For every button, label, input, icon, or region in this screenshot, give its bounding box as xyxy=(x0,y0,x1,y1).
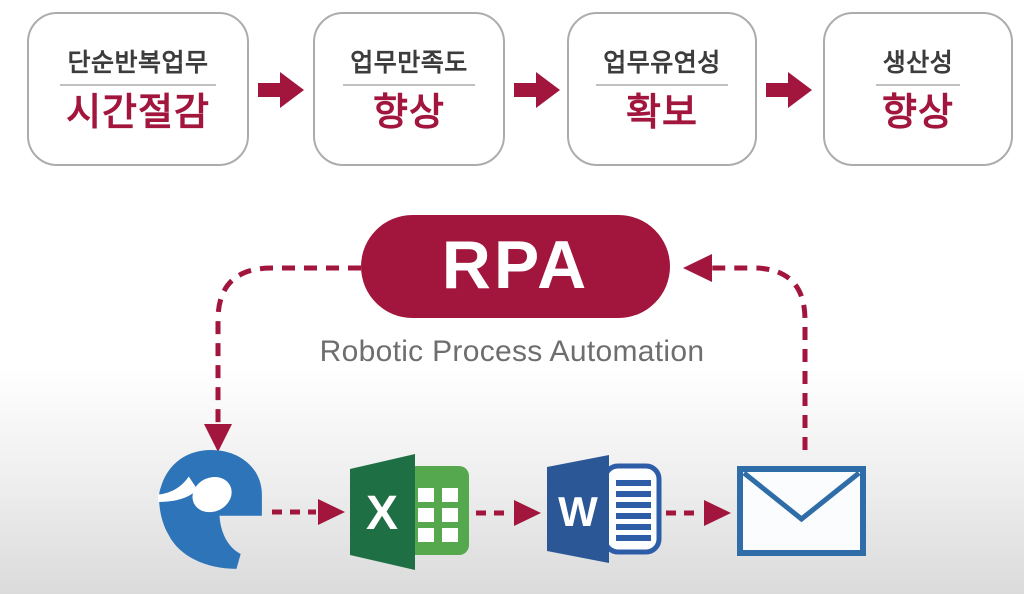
spreadsheet-grid xyxy=(418,488,458,542)
excel-letter: X xyxy=(366,487,398,540)
flow-arrow-icon xyxy=(514,72,560,108)
benefit-value: 향상 xyxy=(373,91,445,134)
benefit-label: 업무만족도 xyxy=(343,49,475,86)
arrowhead-right-icon xyxy=(704,500,731,526)
edge-to-excel-arrow xyxy=(272,499,345,525)
benefit-box-satisfaction: 업무만족도 향상 xyxy=(313,12,505,166)
excel-to-word-arrow xyxy=(476,500,541,526)
rpa-title: RPA xyxy=(441,226,590,303)
benefit-label: 업무유연성 xyxy=(596,49,728,86)
microsoft-word-icon: W xyxy=(547,455,662,563)
benefit-label: 생산성 xyxy=(875,49,961,86)
benefit-label: 단순반복업무 xyxy=(60,49,216,86)
word-letter: W xyxy=(558,488,598,535)
rpa-pill: RPA xyxy=(361,215,670,318)
email-envelope-icon xyxy=(737,466,866,556)
benefit-box-time-saving: 단순반복업무 시간절감 xyxy=(27,12,249,166)
flow-arrow-icon xyxy=(766,72,812,108)
arrowhead-right-icon xyxy=(514,500,541,526)
arrowhead-down-icon xyxy=(204,424,232,452)
benefit-value: 시간절감 xyxy=(66,91,210,134)
benefit-value: 향상 xyxy=(882,91,954,134)
benefit-box-flexibility: 업무유연성 확보 xyxy=(567,12,757,166)
rpa-subtitle: Robotic Process Automation xyxy=(319,335,705,368)
microsoft-excel-icon: X xyxy=(350,454,469,570)
word-to-mail-arrow xyxy=(666,500,731,526)
flow-arrow-icon xyxy=(258,72,304,108)
benefit-box-productivity: 생산성 향상 xyxy=(823,12,1013,166)
arrowhead-right-icon xyxy=(318,499,345,525)
document-lines xyxy=(616,480,651,541)
benefit-value: 확보 xyxy=(626,91,698,134)
microsoft-edge-icon xyxy=(158,450,262,569)
arrowhead-left-icon xyxy=(683,254,712,282)
